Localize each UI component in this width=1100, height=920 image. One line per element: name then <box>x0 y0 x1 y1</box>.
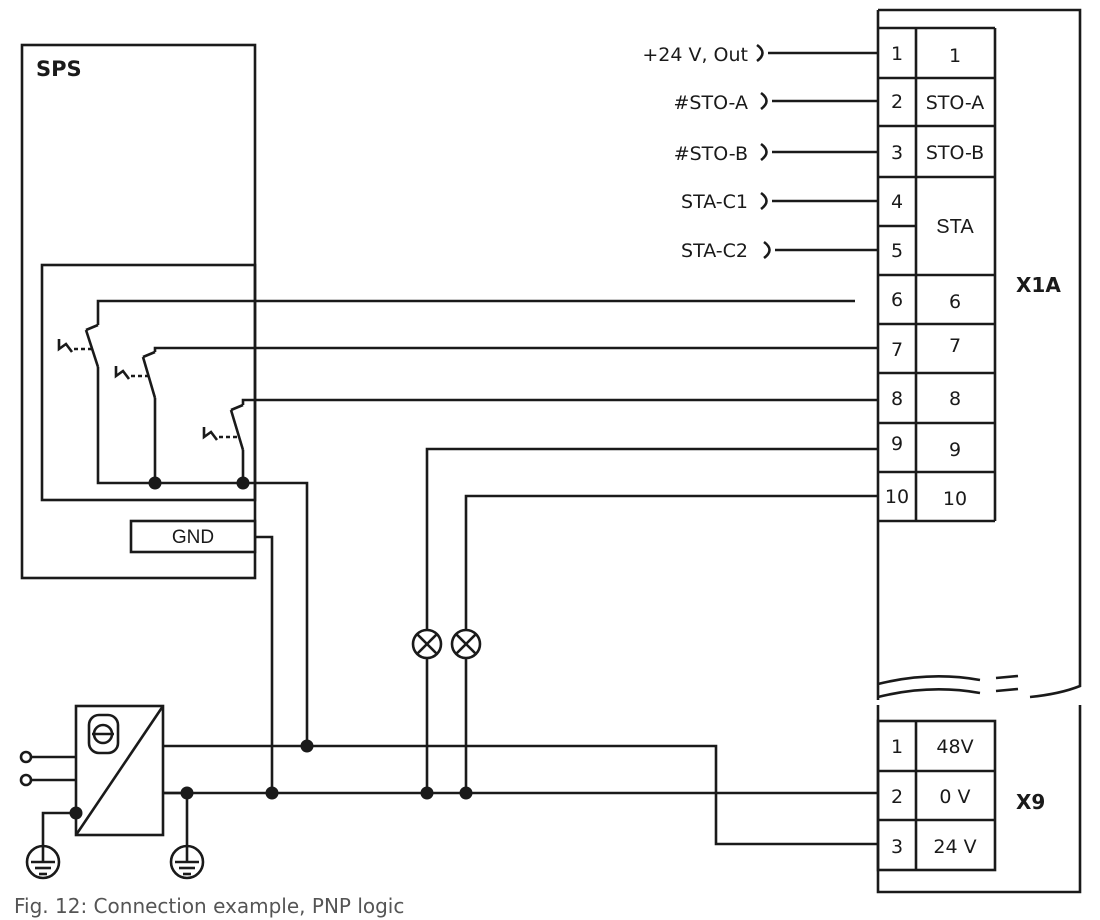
pin-number: 5 <box>891 240 903 262</box>
pin-function: 0 V <box>939 786 970 808</box>
figure-caption: Fig. 12: Connection example, PNP logic <box>14 894 404 918</box>
plug-icon <box>760 91 768 111</box>
pin-function: 1 <box>949 45 961 67</box>
signal-name: #STO-A <box>673 92 748 114</box>
wiring <box>163 447 878 846</box>
pin-number: 10 <box>885 486 909 508</box>
pin-number: 4 <box>891 191 903 213</box>
signal-row: STA-C1 4 <box>681 191 903 213</box>
pin-function: STO-A <box>926 92 985 114</box>
pin-number: 1 <box>891 736 903 758</box>
x9-label: X9 <box>1016 790 1045 814</box>
pin-function: 8 <box>949 388 961 410</box>
indicator-lamp-icon <box>450 628 482 660</box>
pin-number: 9 <box>891 433 903 455</box>
plc-output-switches <box>57 299 878 490</box>
plc-output-module <box>40 263 257 502</box>
ground-icon <box>169 844 205 880</box>
pin-number: 2 <box>891 91 903 113</box>
x1a-terminal-grid <box>878 26 997 523</box>
plc-gnd-terminal <box>129 519 257 554</box>
pin-number: 2 <box>891 786 903 808</box>
pin-number: 8 <box>891 388 903 410</box>
signal-row: STA-C2 5 <box>681 240 903 262</box>
plc-block: SPS GND <box>20 43 257 580</box>
pin-number: 3 <box>891 142 903 164</box>
pin-function: 9 <box>949 439 961 461</box>
output-switch-icon <box>202 398 878 483</box>
plug-icon <box>763 240 771 260</box>
signal-row: #STO-B 3 STO-B <box>674 142 984 165</box>
ground-icon <box>25 844 61 880</box>
signal-row: +24 V, Out 1 1 <box>642 43 961 67</box>
indicator-lamp-icon <box>411 628 443 660</box>
x9-connector: X9 1 48V 2 0 V 3 24 V <box>876 705 1082 894</box>
pin-function: 6 <box>949 291 961 313</box>
output-switch-icon <box>57 299 855 485</box>
pin-function: STO-B <box>926 142 984 164</box>
x1a-lower-pins: 6 6 7 7 8 8 9 9 10 10 <box>885 289 967 510</box>
plc-gnd-label: GND <box>172 527 214 548</box>
pin-function: 48V <box>936 736 973 758</box>
pin-function: 24 V <box>933 836 976 858</box>
ac-input-terminal-icon <box>19 750 33 764</box>
pin-function: 7 <box>949 335 961 357</box>
plug-icon <box>760 191 768 211</box>
pin-number: 7 <box>891 339 903 361</box>
pin-number: 3 <box>891 836 903 858</box>
x1a-label: X1A <box>1016 273 1061 297</box>
signal-name: #STO-B <box>674 143 748 165</box>
pin-function: 10 <box>943 488 967 510</box>
power-supply-icon <box>19 704 189 846</box>
plug-icon <box>756 43 764 63</box>
signal-row: #STO-A 2 STO-A <box>673 91 984 114</box>
ac-input-terminal-icon <box>19 773 33 787</box>
plc-label: SPS <box>36 57 82 81</box>
output-switch-icon <box>114 346 878 483</box>
pin-number: 1 <box>891 43 903 65</box>
pin-number: 6 <box>891 289 903 311</box>
plug-icon <box>760 142 768 162</box>
signal-name: STA-C2 <box>681 240 748 262</box>
sta-label: STA <box>936 216 974 238</box>
signal-name: +24 V, Out <box>642 44 748 66</box>
signal-name: STA-C1 <box>681 191 748 213</box>
